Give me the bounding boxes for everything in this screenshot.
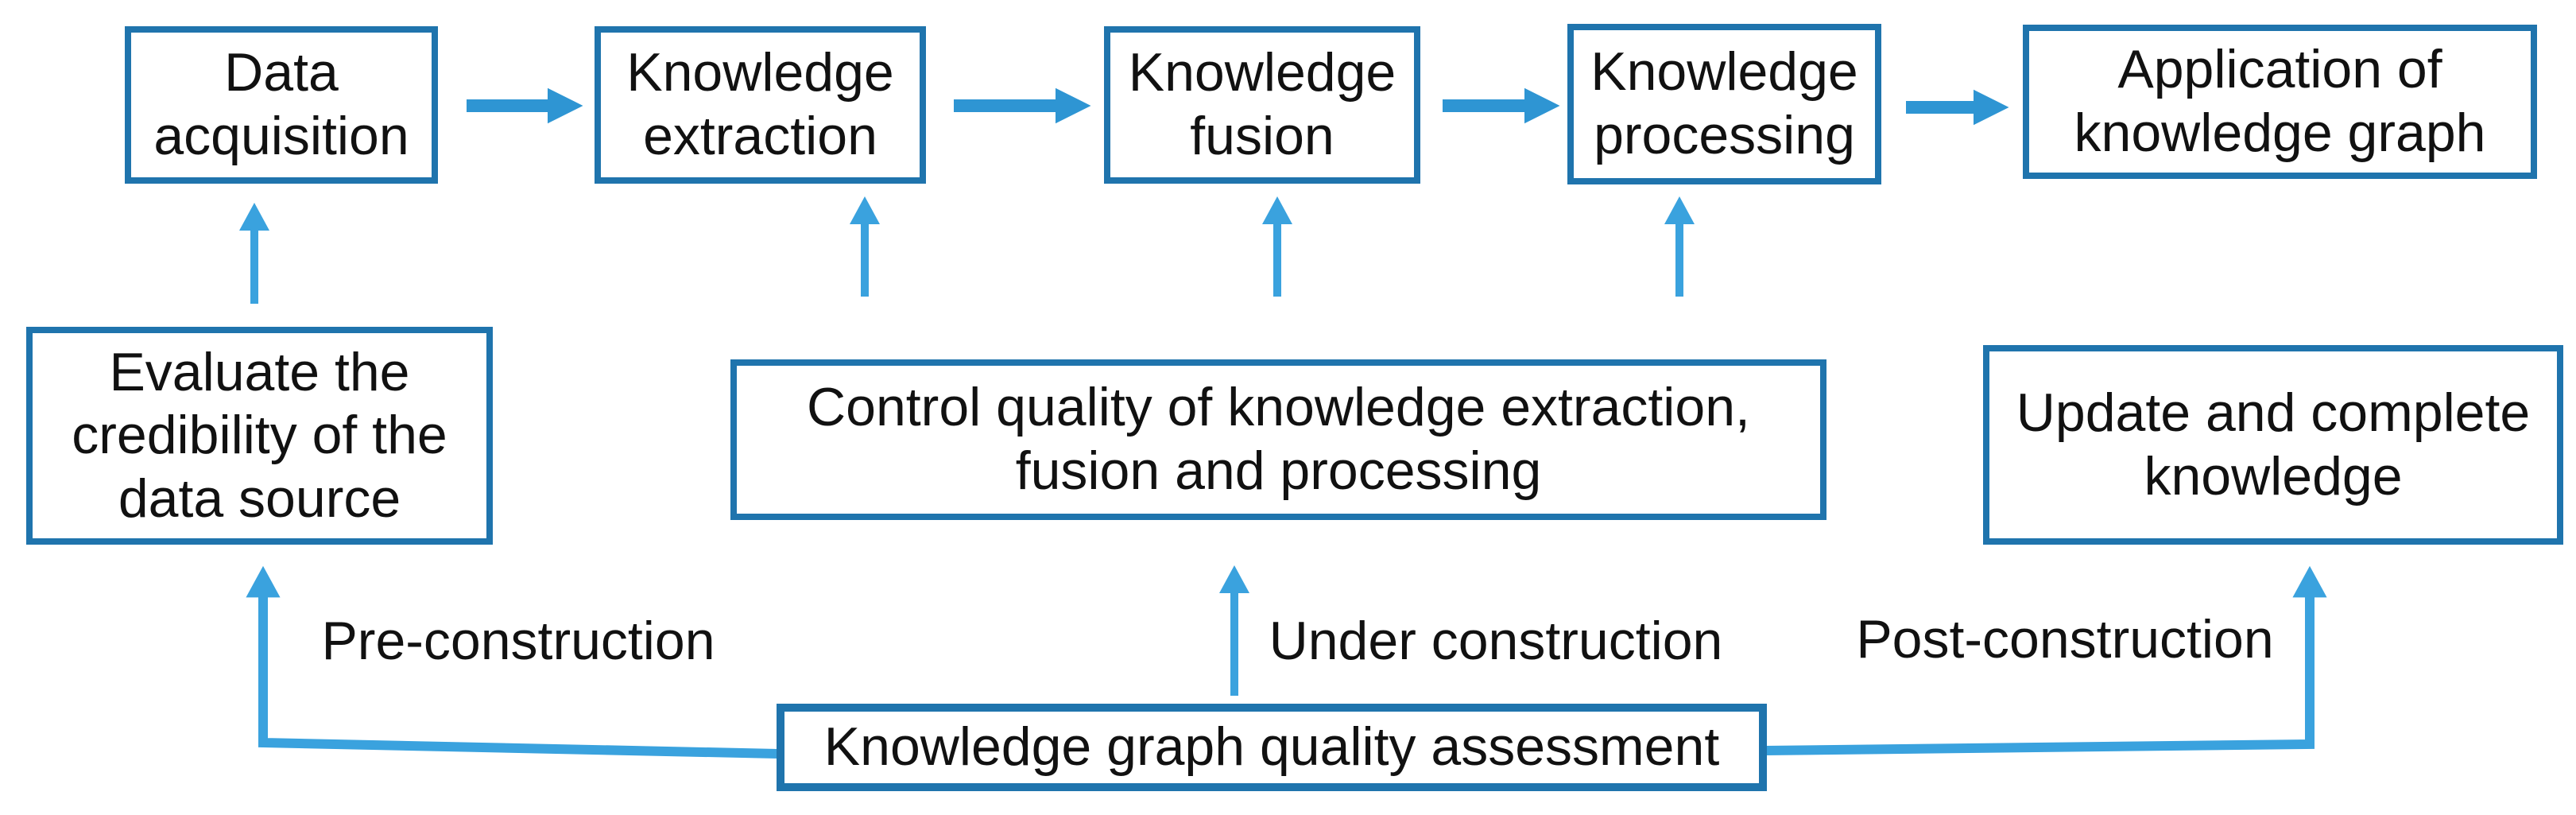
stage-label-application-of-knowledge-graph: Application of knowledge graph <box>2074 39 2486 163</box>
assessment-label: Knowledge graph quality assessment <box>823 716 1720 778</box>
quality-box-update-complete-knowledge: Update and complete knowledge <box>1983 345 2563 545</box>
stage-box-data-acquisition: Data acquisition <box>125 26 438 184</box>
stage-box-knowledge-processing: Knowledge processing <box>1567 24 1881 184</box>
connector-assessment-to-update-complete <box>1764 565 2327 755</box>
assessment-box: Knowledge graph quality assessment <box>777 704 1767 791</box>
stage-label-knowledge-fusion: Knowledge fusion <box>1128 42 1396 166</box>
quality-label-update-complete-knowledge: Update and complete knowledge <box>2016 382 2531 506</box>
quality-label-control-quality: Control quality of knowledge extraction,… <box>807 377 1750 501</box>
stage-box-application-of-knowledge-graph: Application of knowledge graph <box>2023 25 2537 179</box>
quality-label-evaluate-credibility: Evaluate the credibility of the data sou… <box>72 341 447 529</box>
stage-label-data-acquisition: Data acquisition <box>153 42 409 166</box>
quality-box-control-quality: Control quality of knowledge extraction,… <box>730 359 1826 520</box>
stage-label-knowledge-processing: Knowledge processing <box>1590 41 1858 165</box>
stage-box-knowledge-extraction: Knowledge extraction <box>595 26 926 184</box>
phase-label-pre-construction: Pre-construction <box>321 611 715 671</box>
stage-box-knowledge-fusion: Knowledge fusion <box>1104 26 1420 184</box>
quality-box-evaluate-credibility: Evaluate the credibility of the data sou… <box>26 327 493 545</box>
connector-assessment-to-evaluate-credibility <box>246 565 779 759</box>
phase-label-under-construction: Under construction <box>1269 611 1723 671</box>
phase-label-post-construction: Post-construction <box>1856 609 2274 669</box>
stage-label-knowledge-extraction: Knowledge extraction <box>626 42 894 166</box>
